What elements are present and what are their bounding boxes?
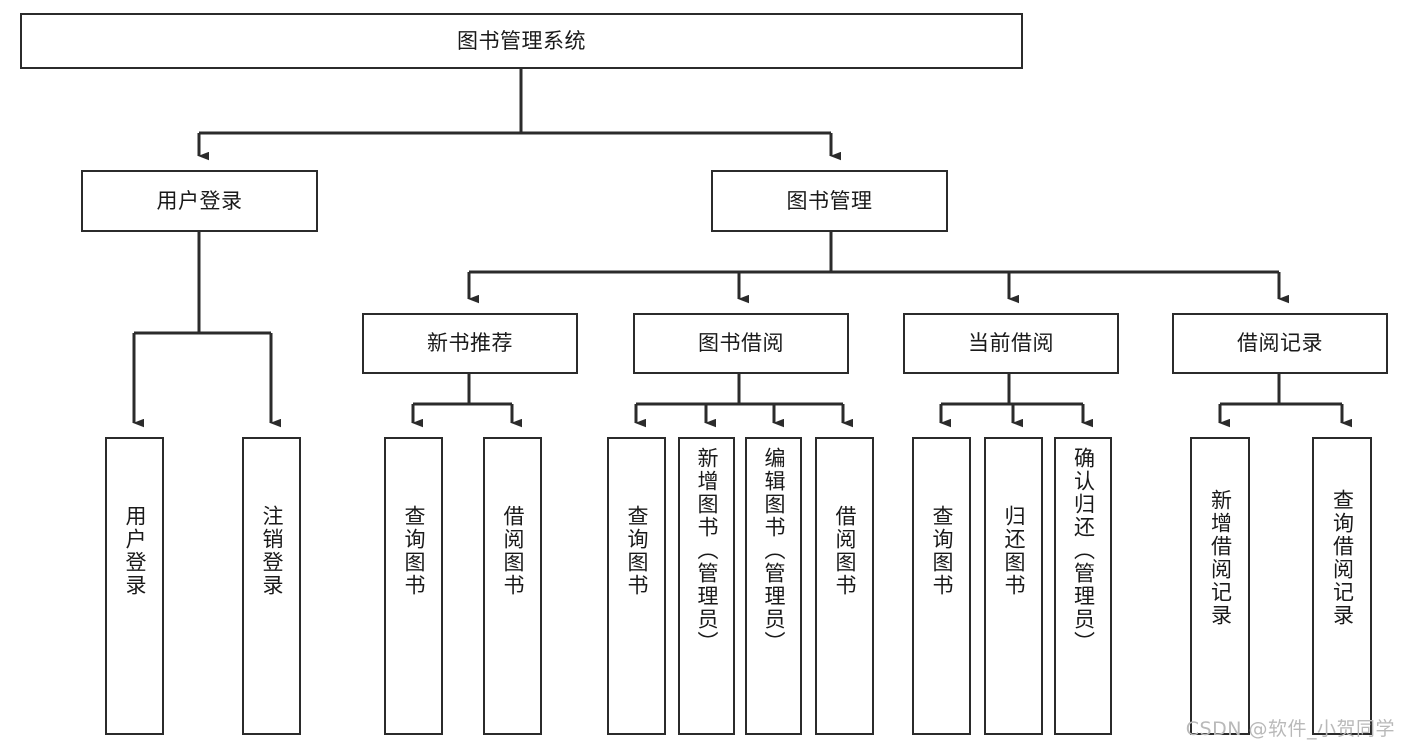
node-label: 借阅图书 — [500, 505, 525, 597]
leaf-edit-book-admin[interactable]: 编辑图书（管理员） — [745, 437, 802, 735]
node-book-management[interactable]: 图书管理 — [711, 170, 948, 232]
leaf-borrow-book[interactable]: 借阅图书 — [815, 437, 874, 735]
leaf-add-borrow-record[interactable]: 新增借阅记录 — [1190, 437, 1250, 735]
leaf-return-book[interactable]: 归还图书 — [984, 437, 1043, 735]
node-label: 查询图书 — [624, 505, 649, 597]
node-label: 新增图书（管理员） — [694, 447, 719, 654]
leaf-query-book-current[interactable]: 查询图书 — [912, 437, 971, 735]
node-label: 编辑图书（管理员） — [761, 447, 786, 654]
node-borrow-record[interactable]: 借阅记录 — [1172, 313, 1388, 374]
node-label: 确认归还（管理员） — [1071, 447, 1096, 654]
node-label: 当前借阅 — [968, 331, 1054, 356]
node-label: 用户登录 — [122, 505, 147, 597]
node-label: 归还图书 — [1001, 505, 1026, 597]
node-label: 图书借阅 — [698, 331, 784, 356]
leaf-confirm-return-admin[interactable]: 确认归还（管理员） — [1054, 437, 1112, 735]
node-label: 查询图书 — [401, 505, 426, 597]
node-label: 注销登录 — [259, 505, 284, 597]
node-book-borrow[interactable]: 图书借阅 — [633, 313, 849, 374]
node-label: 新增借阅记录 — [1208, 489, 1233, 627]
node-label: 新书推荐 — [427, 331, 513, 356]
node-label: 查询借阅记录 — [1330, 489, 1355, 627]
leaf-query-borrow-record[interactable]: 查询借阅记录 — [1312, 437, 1372, 735]
leaf-logout[interactable]: 注销登录 — [242, 437, 301, 735]
leaf-user-login[interactable]: 用户登录 — [105, 437, 164, 735]
node-current-borrow[interactable]: 当前借阅 — [903, 313, 1119, 374]
node-label: 图书管理系统 — [457, 28, 586, 53]
node-new-book-recommend[interactable]: 新书推荐 — [362, 313, 578, 374]
node-label: 用户登录 — [156, 188, 243, 213]
leaf-query-book-recommend[interactable]: 查询图书 — [384, 437, 443, 735]
leaf-add-book-admin[interactable]: 新增图书（管理员） — [678, 437, 735, 735]
node-user-login[interactable]: 用户登录 — [81, 170, 318, 232]
node-label: 借阅图书 — [832, 505, 857, 597]
node-root-book-management-system[interactable]: 图书管理系统 — [20, 13, 1023, 69]
leaf-query-book-borrow[interactable]: 查询图书 — [607, 437, 666, 735]
node-label: 借阅记录 — [1237, 331, 1323, 356]
leaf-borrow-book-recommend[interactable]: 借阅图书 — [483, 437, 542, 735]
csdn-watermark: CSDN @软件_小贺同学 — [1185, 718, 1395, 740]
node-label: 查询图书 — [929, 505, 954, 597]
node-label: 图书管理 — [786, 188, 873, 213]
